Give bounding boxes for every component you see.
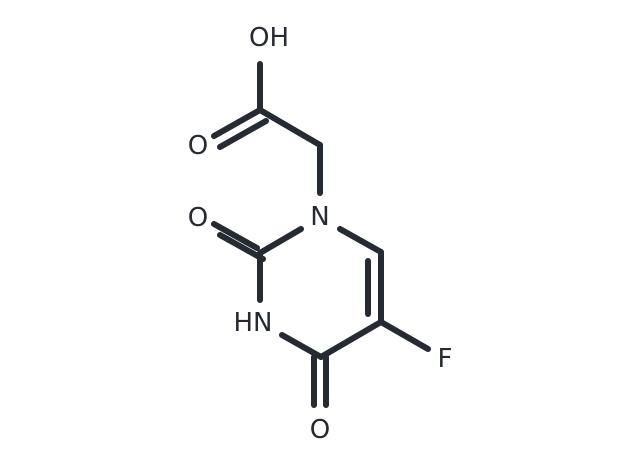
bond-n-c6 bbox=[337, 226, 384, 255]
bond-c2-o-a bbox=[211, 221, 260, 251]
bond-c2-o-b bbox=[217, 232, 266, 262]
atom-label-o-c2: O bbox=[188, 203, 208, 233]
atom-label-nh: HN bbox=[234, 308, 273, 338]
bond-c-ch2 bbox=[257, 107, 323, 148]
atom-label-f: F bbox=[438, 344, 453, 374]
bond-c2-n bbox=[257, 226, 304, 256]
bond-c5-c4 bbox=[318, 319, 384, 360]
bond-c-o-double-a bbox=[211, 107, 263, 139]
atom-label-o-c4: O bbox=[310, 415, 330, 445]
bond-c5-f bbox=[378, 319, 431, 352]
bond-c-o-double-b bbox=[217, 118, 269, 150]
atom-label-n1: N bbox=[310, 202, 329, 232]
atom-label-o-acid: O bbox=[188, 131, 208, 161]
bond-c4-nh bbox=[279, 332, 324, 360]
atom-label-oh: OH bbox=[249, 23, 289, 53]
